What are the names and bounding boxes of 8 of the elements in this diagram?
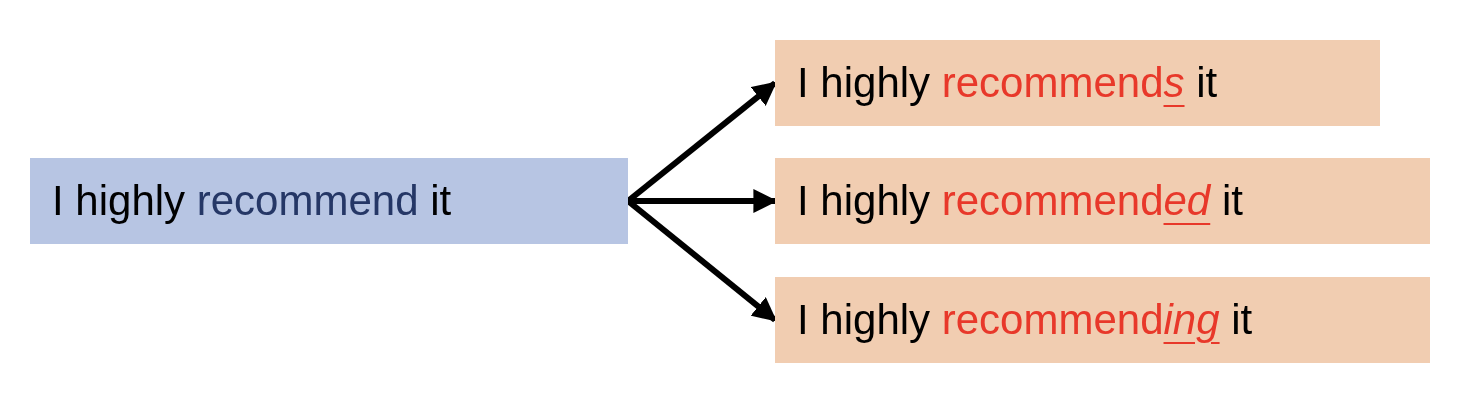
sentence-text: I highly recommended it — [797, 177, 1243, 225]
sentence-text: I highly recommend it — [52, 177, 452, 225]
variant-sentence-box — [775, 158, 1430, 244]
sentence-text: I highly recommending it — [797, 296, 1253, 344]
source-sentence-box — [30, 158, 628, 244]
sentence-text: I highly recommends it — [797, 59, 1218, 107]
variant-sentence-box — [775, 40, 1380, 126]
variant-sentence-box — [775, 277, 1430, 363]
